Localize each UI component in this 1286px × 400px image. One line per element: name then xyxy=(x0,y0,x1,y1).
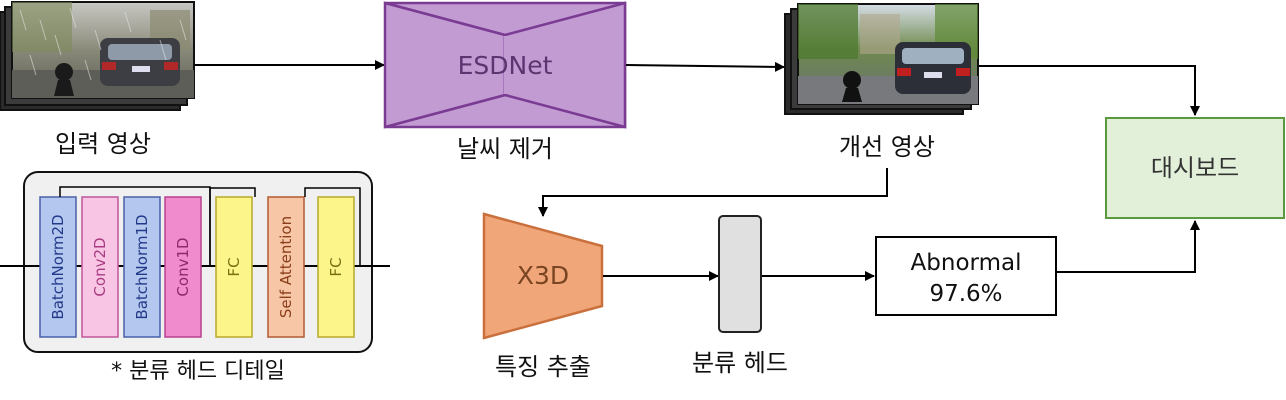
layer-block-1 xyxy=(81,196,119,338)
layer-label-5: Self Attention xyxy=(277,216,295,318)
enhanced-image xyxy=(797,3,979,105)
layer-block-4 xyxy=(215,196,253,338)
dashboard-label: 대시보드 xyxy=(1151,154,1239,182)
result-box xyxy=(875,236,1057,316)
result-label: Abnormal xyxy=(911,250,1022,276)
dashboard-block xyxy=(1105,117,1285,219)
x3d-label: X3D xyxy=(517,261,569,290)
input-image xyxy=(11,1,195,99)
classification-head-block xyxy=(718,215,762,333)
layer-block-6 xyxy=(317,196,355,338)
x3d-block xyxy=(482,212,604,340)
input-caption: 입력 영상 xyxy=(55,130,151,158)
layer-label-2: BatchNorm1D xyxy=(133,214,151,319)
arrow-enhanced-to-x3d xyxy=(538,168,888,217)
skip-connection-2 xyxy=(304,187,361,266)
arrow-result-to-dashboard xyxy=(1057,220,1200,273)
detail-layers: BatchNorm2D Conv2D BatchNorm1D Conv1D FC Self… xyxy=(39,196,355,338)
layer-label-0: BatchNorm2D xyxy=(49,214,67,319)
skip-connection-1 xyxy=(209,187,256,266)
arrow-esdnet-to-enhanced xyxy=(625,61,785,72)
feature-caption: 특징 추출 xyxy=(495,353,591,381)
layer-label-1: Conv2D xyxy=(91,237,109,296)
layer-label-4: FC xyxy=(225,257,243,276)
esdnet-label: ESDNet xyxy=(458,51,553,80)
skip-connections xyxy=(59,186,361,266)
enhanced-caption: 개선 영상 xyxy=(839,133,935,161)
layer-label-6: FC xyxy=(327,257,345,276)
weather-removal-caption: 날씨 제거 xyxy=(457,135,553,163)
enhanced-image-stack xyxy=(784,3,979,115)
layer-block-2 xyxy=(123,196,161,338)
layer-label-3: Conv1D xyxy=(174,237,192,296)
layer-block-3 xyxy=(164,196,202,338)
head-caption: 분류 헤드 xyxy=(692,349,788,377)
layer-block-0 xyxy=(39,196,77,338)
result-score: 97.6% xyxy=(929,281,1002,307)
detail-caption: * 분류 헤드 디테일 xyxy=(111,359,285,384)
layer-block-5 xyxy=(267,196,305,338)
arrow-enhanced-to-dashboard xyxy=(979,65,1200,116)
input-image-stack xyxy=(0,1,195,111)
